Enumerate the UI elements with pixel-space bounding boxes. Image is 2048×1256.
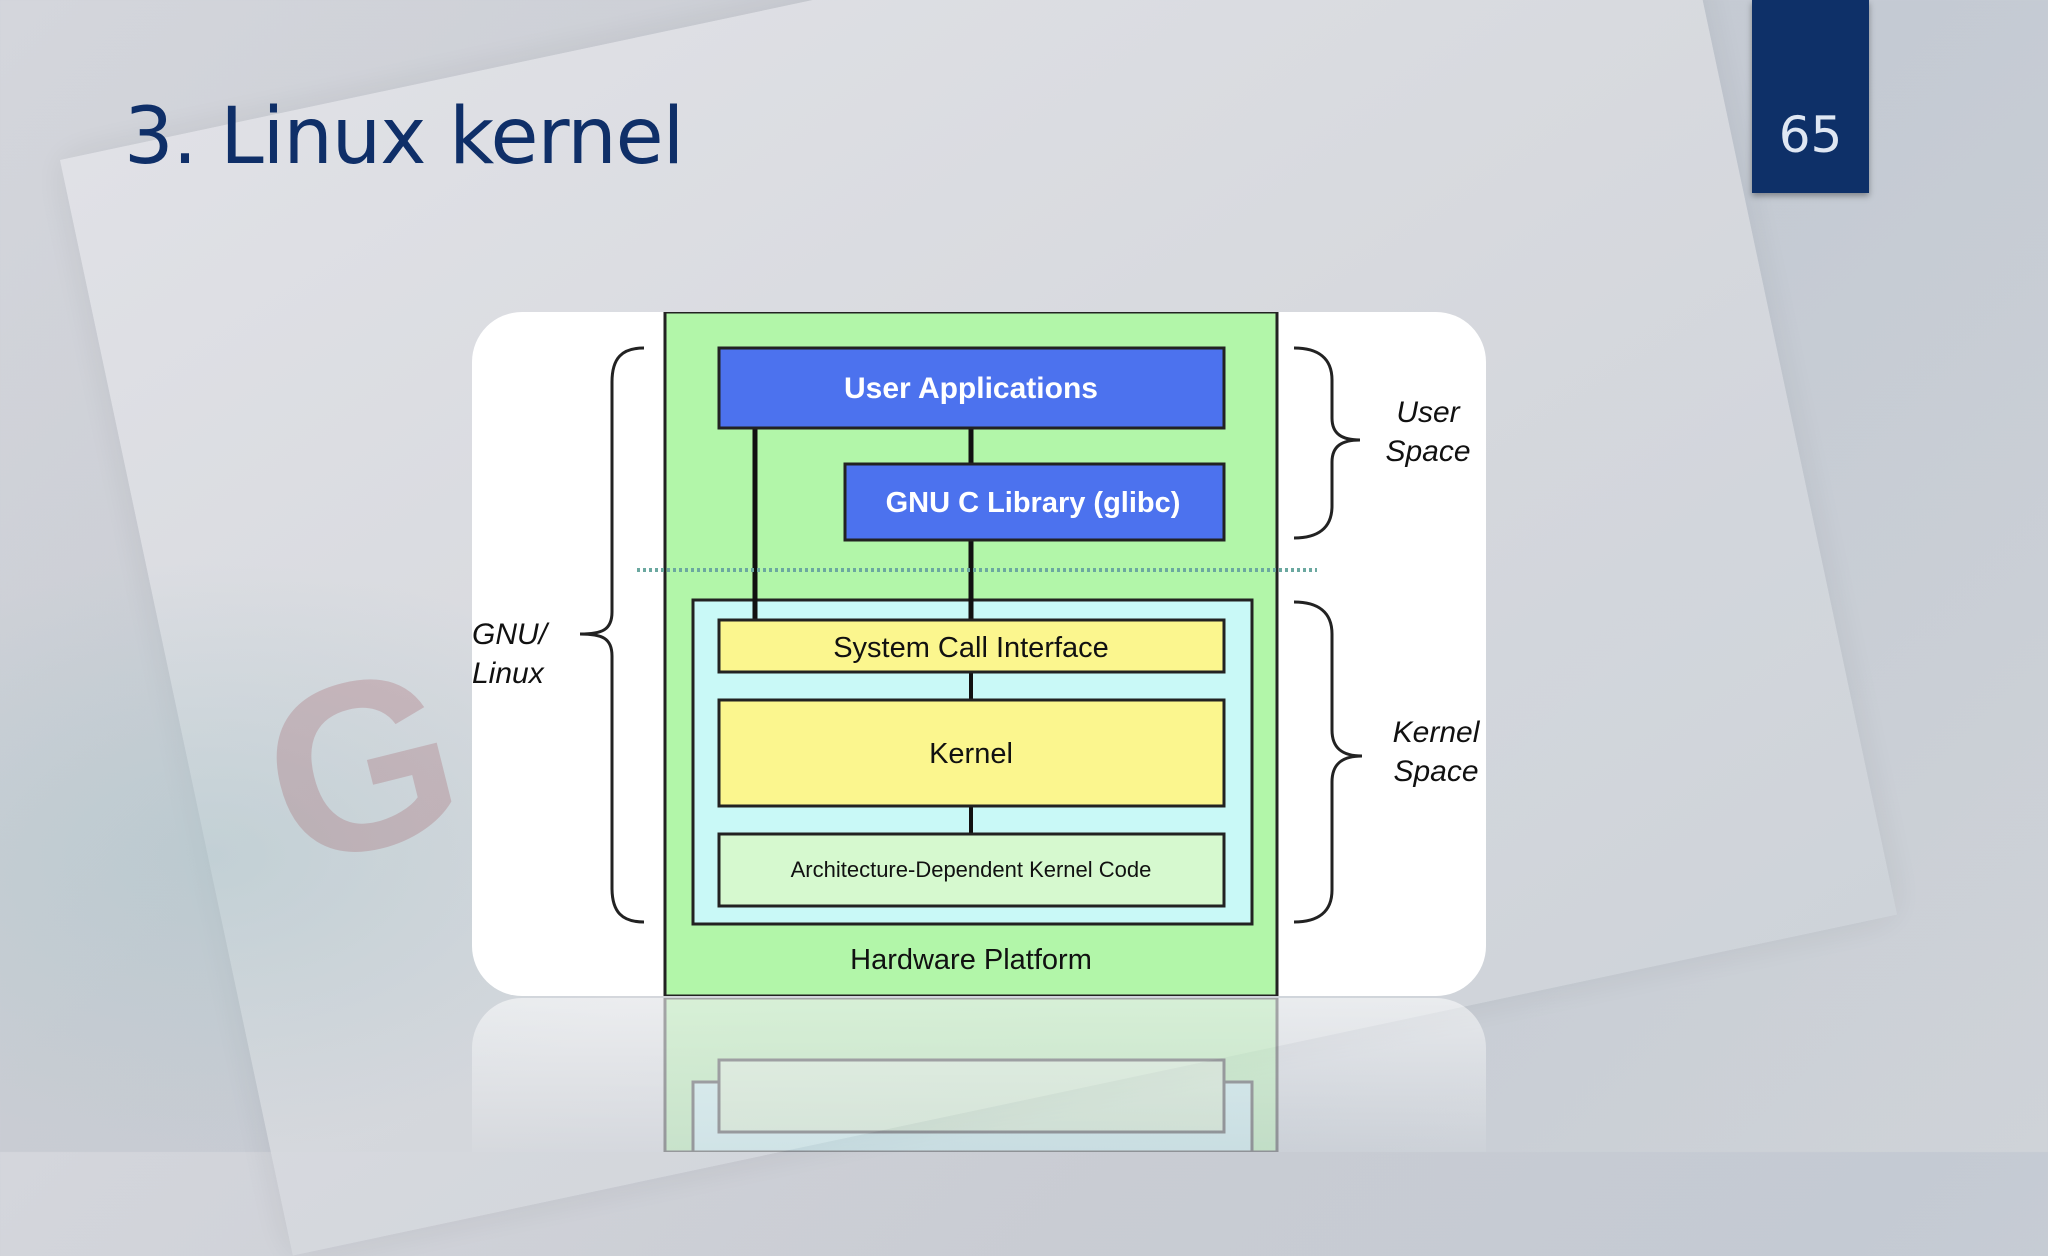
- arch-code-label: Architecture-Dependent Kernel Code: [791, 857, 1152, 882]
- kernel-space-label-line1: Kernel: [1393, 716, 1481, 749]
- gnu-linux-brace: [579, 346, 645, 924]
- user-applications-box: [717, 346, 1226, 430]
- kernel-space-label-line2: Space: [1393, 755, 1478, 788]
- linux-architecture-diagram: User Applications GNU C Library (glibc) …: [472, 312, 1486, 996]
- page-number-badge: 65: [1752, 0, 1869, 193]
- glibc-label: GNU C Library (glibc): [886, 487, 1181, 519]
- user-space-label-line2: Space: [1385, 435, 1470, 468]
- kernel-space-brace: [1293, 600, 1363, 924]
- kernel-box: [717, 698, 1226, 808]
- gnu-linux-label-line1: GNU/: [472, 618, 550, 651]
- slide-title: 3. Linux kernel: [124, 92, 684, 182]
- kernel-label: Kernel: [929, 738, 1013, 770]
- arch-code-box: [717, 832, 1226, 908]
- gnu-linux-label-line2: Linux: [472, 657, 545, 690]
- page-number: 65: [1778, 106, 1843, 164]
- system-call-interface-box: [717, 618, 1226, 674]
- system-call-interface-label: System Call Interface: [833, 632, 1109, 664]
- user-space-label-line1: User: [1396, 396, 1460, 429]
- glibc-box: [843, 462, 1226, 542]
- user-applications-label: User Applications: [844, 372, 1098, 405]
- hardware-platform-label: Hardware Platform: [850, 944, 1092, 976]
- diagram-reflection: [472, 998, 1486, 1152]
- user-space-brace: [1293, 346, 1361, 540]
